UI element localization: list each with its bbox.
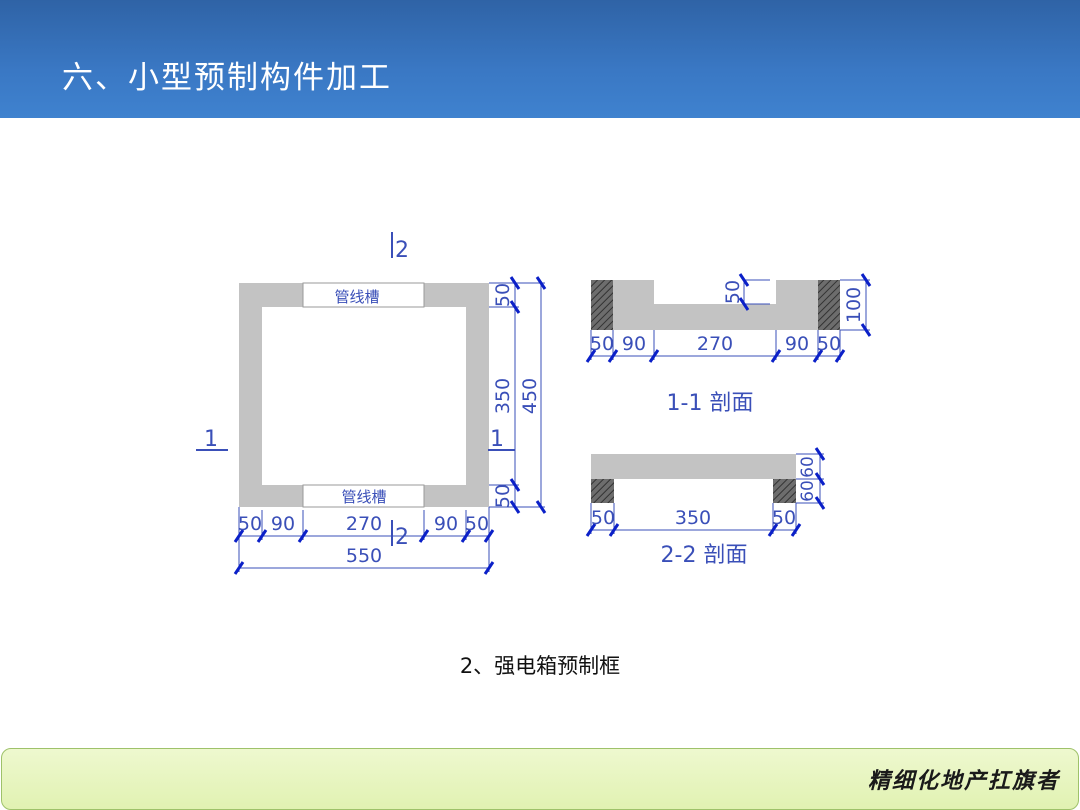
s22-dim-3: 50 bbox=[772, 507, 796, 529]
figure-caption: 2、强电箱预制框 bbox=[459, 654, 621, 678]
section-1-1-hatch-right bbox=[818, 280, 840, 330]
top-slot bbox=[302, 282, 425, 308]
plan-dim-bottom-1: 50 bbox=[238, 513, 262, 535]
section-2-2-hatch-left bbox=[591, 479, 614, 503]
s11-dim-1: 50 bbox=[590, 333, 614, 355]
slide-title: 六、小型预制构件加工 bbox=[62, 60, 392, 96]
section-1-1: 50 90 270 90 50 100 50 1-1 剖面 bbox=[585, 273, 872, 416]
section-2-2-hatch-right bbox=[773, 479, 796, 503]
section-2-2-body bbox=[591, 454, 796, 503]
s22-dim-2: 350 bbox=[675, 507, 711, 529]
section-mark-top: 2 bbox=[395, 238, 409, 263]
plan-view: 管线槽 管线槽 2 2 1 1 bbox=[196, 232, 547, 575]
plan-dim-right-3: 50 bbox=[492, 484, 514, 508]
section-mark-right: 1 bbox=[490, 427, 504, 452]
plan-dim-total-height: 450 bbox=[519, 378, 541, 414]
plan-dim-bottom-5: 50 bbox=[465, 513, 489, 535]
s11-dim-4: 90 bbox=[785, 333, 809, 355]
plan-dim-right-1: 50 bbox=[492, 283, 514, 307]
footer-brand: 精细化地产扛旗者 bbox=[867, 768, 1060, 794]
s22-dim-right-2: 60 bbox=[798, 480, 818, 502]
section-1-1-label: 1-1 剖面 bbox=[667, 391, 754, 416]
plan-dim-total-width: 550 bbox=[346, 545, 382, 567]
section-2-2-label: 2-2 剖面 bbox=[661, 543, 748, 568]
plan-dim-right-2: 350 bbox=[492, 378, 514, 414]
section-2-2: 50 350 50 60 60 2-2 剖面 bbox=[585, 447, 826, 568]
plan-frame bbox=[239, 283, 489, 507]
bottom-slot-label: 管线槽 bbox=[341, 488, 386, 506]
s11-dim-height: 100 bbox=[843, 287, 865, 323]
plan-dim-bottom-2: 90 bbox=[271, 513, 295, 535]
s11-dim-5: 50 bbox=[817, 333, 841, 355]
section-mark-bottom: 2 bbox=[395, 525, 409, 550]
section-1-1-hatch-left bbox=[591, 280, 613, 330]
s22-dim-1: 50 bbox=[591, 507, 615, 529]
s11-dim-3: 270 bbox=[697, 333, 733, 355]
top-slot-label: 管线槽 bbox=[334, 288, 379, 306]
plan-dim-bottom-4: 90 bbox=[434, 513, 458, 535]
s11-dim-2: 90 bbox=[622, 333, 646, 355]
s22-dim-right-1: 60 bbox=[798, 456, 818, 478]
plan-dim-bottom-3: 270 bbox=[346, 513, 382, 535]
footer-bar: 精细化地产扛旗者 bbox=[1, 748, 1079, 810]
section-mark-left: 1 bbox=[204, 427, 218, 452]
bottom-slot bbox=[302, 484, 425, 508]
slide-header: 六、小型预制构件加工 bbox=[0, 0, 1080, 118]
section-1-1-body bbox=[591, 280, 840, 330]
s11-dim-slot-depth: 50 bbox=[722, 280, 744, 304]
